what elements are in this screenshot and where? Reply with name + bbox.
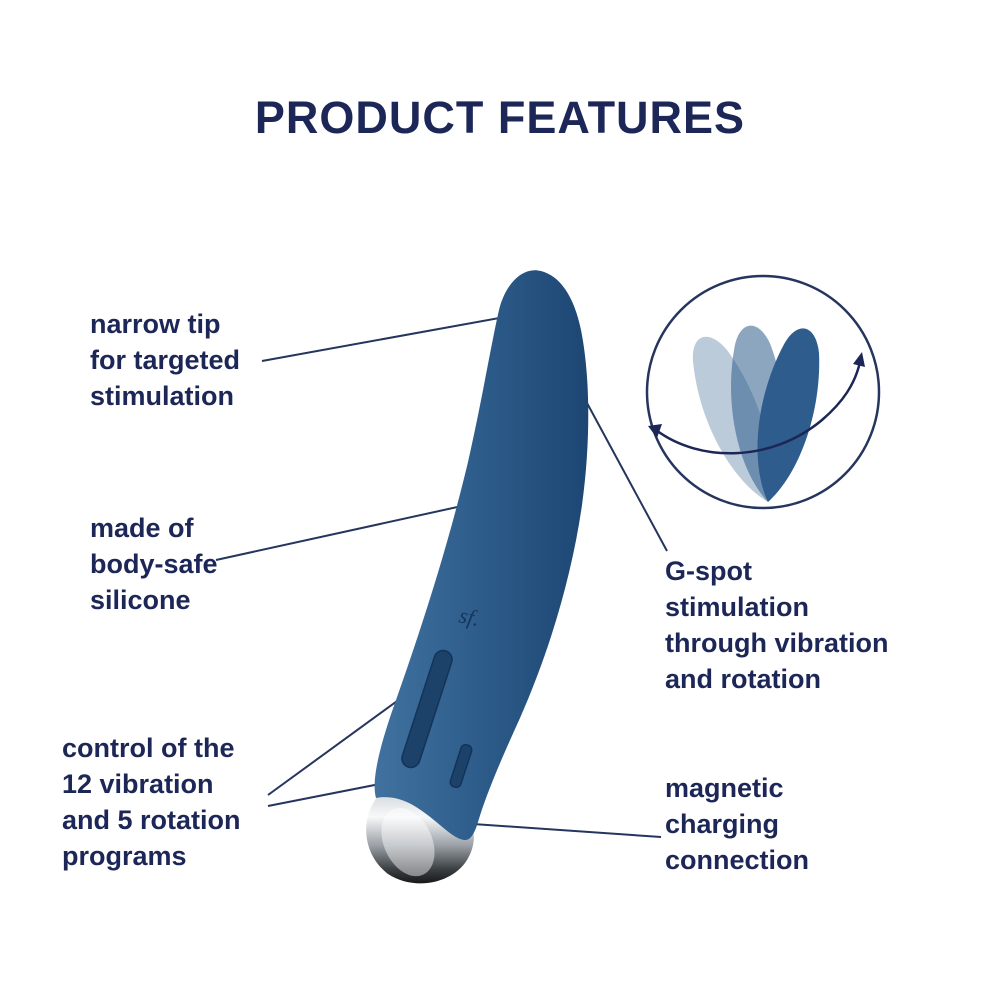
label-magnetic-line: magnetic (665, 773, 784, 803)
label-gspot-stimulation: G-spot stimulation through vibration and… (665, 553, 888, 697)
label-narrow-tip-line: stimulation (90, 381, 235, 411)
label-programs-line: programs (62, 841, 187, 871)
connector-silicone (215, 505, 463, 561)
rotation-arrow-icon (655, 361, 862, 455)
label-narrow-tip-line: for targeted (90, 345, 241, 375)
control-slot-long (401, 649, 453, 769)
label-gspot-line: G-spot (665, 556, 752, 586)
label-magnetic-line: charging (665, 809, 780, 839)
control-slot-small (449, 743, 473, 789)
label-narrow-tip-line: narrow tip (90, 309, 221, 339)
label-body-safe-silicone: made of body-safe silicone (90, 510, 218, 618)
label-silicone-line: body-safe (90, 549, 218, 579)
rotation-arrow-head-right (853, 352, 865, 367)
connector-gspot (586, 402, 668, 552)
label-programs-line: 12 vibration (62, 769, 214, 799)
label-magnetic-charging: magnetic charging connection (665, 770, 809, 878)
rotation-arrow-head-left (648, 424, 662, 438)
rotating-tip-illustration (648, 325, 865, 502)
label-gspot-line: through vibration (665, 628, 889, 658)
label-programs-line: control of the (62, 733, 235, 763)
label-silicone-line: silicone (90, 585, 191, 615)
connector-magnetic (472, 823, 662, 838)
connector-narrow-tip (261, 314, 517, 362)
page-title: PRODUCT FEATURES (254, 92, 746, 143)
label-narrow-tip: narrow tip for targeted stimulation (90, 306, 240, 414)
chrome-highlight (381, 807, 435, 877)
label-vibration-programs: control of the 12 vibration and 5 rotati… (62, 730, 241, 874)
tip-front (757, 328, 820, 502)
label-programs-line: and 5 rotation (62, 805, 241, 835)
label-silicone-line: made of (90, 513, 194, 543)
label-gspot-line: and rotation (665, 664, 821, 694)
label-magnetic-line: connection (665, 845, 810, 875)
label-gspot-line: stimulation (665, 592, 810, 622)
